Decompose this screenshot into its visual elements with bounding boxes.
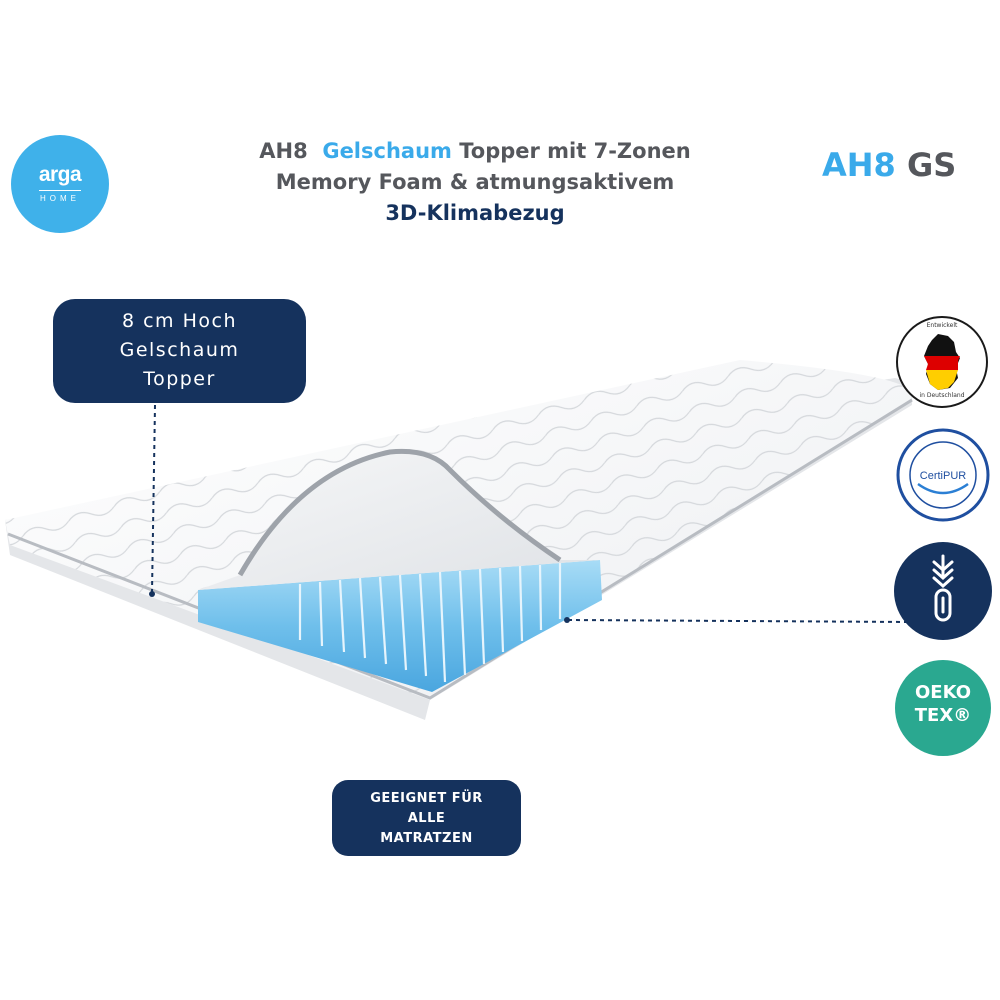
zipper-icon [932, 554, 954, 622]
zipper-callout-line [567, 619, 911, 623]
model-code: AH8 GS [822, 146, 956, 184]
headline-highlight: Gelschaum [322, 139, 452, 163]
zipper-cert-badge [894, 542, 992, 640]
oekotex-line-2: TEX® [914, 705, 972, 726]
suitable-badge-line-2: ALLE [407, 811, 446, 826]
certipur-cert-badge: CertiPUR [896, 428, 990, 522]
model-code-gray: GS [906, 146, 957, 184]
germany-cert-bottom-caption: in Deutschland [919, 392, 965, 399]
brand-logo-rule [39, 190, 81, 191]
height-badge-line-1: 8 cm Hoch [121, 310, 238, 332]
certipur-label: CertiPUR [920, 470, 967, 482]
headline-line-2: Memory Foam & atmungsaktivem [275, 170, 675, 194]
certipur-icon: CertiPUR [896, 428, 990, 522]
cover-flap [198, 451, 600, 590]
oekotex-cert-badge: OEKO TEX® [895, 660, 991, 756]
brand-logo-word: arga [38, 163, 82, 186]
height-callout-line [151, 404, 156, 593]
germany-cert-badge: Entwickelt in Deutschland [896, 316, 988, 408]
headline-prefix: AH8 [259, 139, 308, 163]
germany-map-icon [924, 334, 960, 390]
germany-cert-top-caption: Entwickelt [926, 322, 958, 329]
height-callout-dot [149, 591, 155, 597]
height-badge: 8 cm Hoch Gelschaum Topper [53, 299, 306, 403]
suitable-badge-line-3: MATRATZEN [380, 831, 473, 846]
height-badge-line-2: Gelschaum [119, 339, 240, 361]
suitable-badge-line-1: GEEIGNET FÜR [370, 791, 483, 806]
oekotex-line-1: OEKO [914, 682, 972, 703]
headline-line-1: AH8 Gelschaum Topper mit 7-Zonen [215, 136, 735, 167]
cover-flap-piping [237, 448, 562, 577]
gel-zone-ribs [298, 563, 562, 683]
model-code-blue: AH8 [822, 146, 896, 184]
suitable-badge: GEEIGNET FÜR ALLE MATRATZEN [332, 780, 521, 856]
height-badge-line-3: Topper [143, 368, 216, 390]
product-headline: AH8 Gelschaum Topper mit 7-Zonen Memory … [215, 136, 735, 229]
brand-logo: arga HOME [11, 135, 109, 233]
headline-suffix: Topper mit 7-Zonen [459, 139, 691, 163]
headline-line-3: 3D-Klimabezug [385, 201, 565, 225]
mattress-topper-illustration [5, 360, 913, 720]
zipper-callout-dot [564, 617, 570, 623]
brand-logo-sub: HOME [40, 194, 80, 203]
mattress-piping [7, 398, 913, 700]
